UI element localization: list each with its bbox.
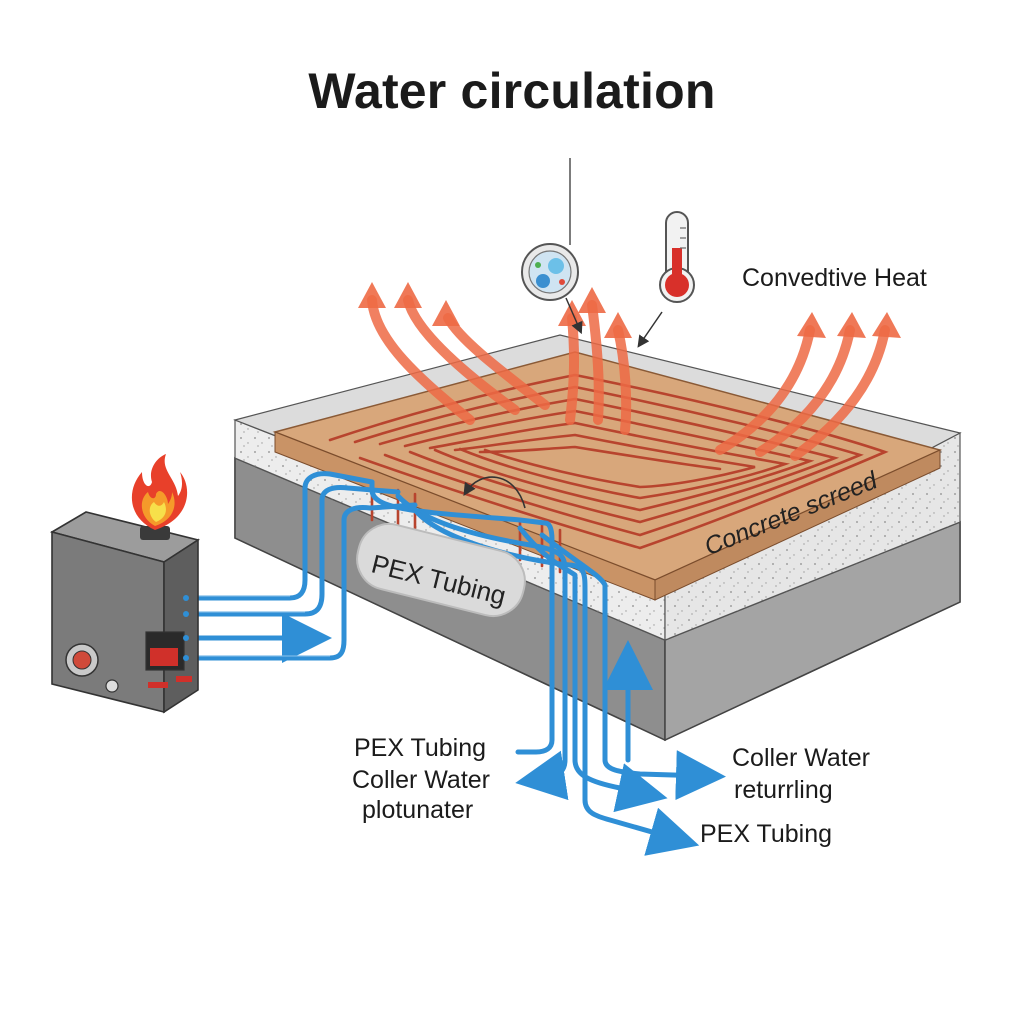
coller-water-label-right: Coller Water — [732, 744, 870, 772]
flow-arrow-swirl — [463, 476, 526, 509]
flame-icon — [131, 454, 188, 530]
coller-water-label-left: Coller Water — [352, 766, 490, 794]
convective-heat-label: Convedtive Heat — [742, 264, 927, 292]
plotunater-label: plotunater — [362, 796, 474, 824]
pex-tubing-label-bottom: PEX Tubing — [700, 820, 833, 848]
cold-pipe-highlight — [186, 595, 330, 657]
convective-heat-arrowheads — [358, 282, 901, 338]
thermostat-dial-icon — [521, 158, 583, 335]
returrling-label: returrling — [734, 776, 833, 804]
thermometer-icon — [637, 211, 695, 348]
pex-tubing-label-left: PEX Tubing — [354, 734, 487, 762]
diagram-title: Water circulation — [308, 63, 716, 119]
boiler-icon — [49, 511, 200, 714]
